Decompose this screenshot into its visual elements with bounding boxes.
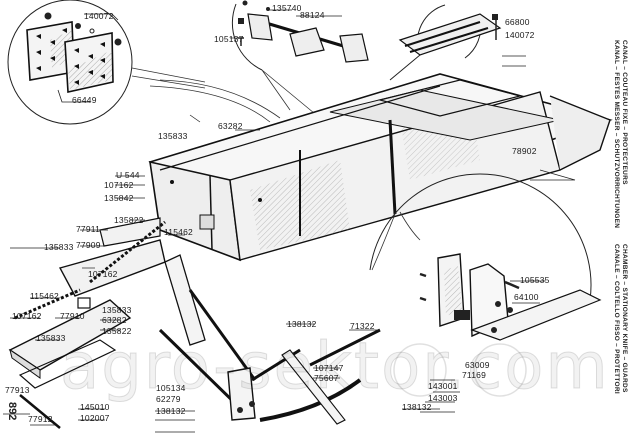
part-label: 135833	[36, 333, 66, 343]
part-label: 62279	[156, 394, 181, 404]
part-label: 107162	[104, 180, 134, 190]
part-label: 66449	[72, 95, 97, 105]
lower-guard-frame	[158, 254, 381, 425]
part-label: 135833	[158, 131, 188, 141]
part-label: 77912	[28, 414, 53, 424]
detail-circle-knife-bar	[149, 0, 369, 123]
part-label: 63009	[465, 360, 490, 370]
detail-circle-knife-plates	[7, 0, 206, 125]
part-label: 107162	[88, 269, 118, 279]
part-label: 77911	[76, 224, 101, 234]
part-label: 71169	[462, 370, 487, 380]
detail-circle-guard-rail	[389, 4, 502, 81]
part-label: 145010	[80, 402, 110, 412]
part-label: 63282	[102, 315, 127, 325]
diagram-title-it: CANALE – COLTELLO FISSO – PROTETTORI	[613, 244, 620, 394]
knife-plate-front	[64, 32, 114, 93]
part-label: 88124	[300, 10, 325, 20]
part-label: 138132	[287, 319, 317, 329]
watermark-shape	[393, 343, 527, 397]
watermark: agro-sektor.com	[60, 330, 610, 405]
part-label: 135842	[104, 193, 134, 203]
part-label: 102007	[80, 413, 110, 423]
part-label: 135833	[102, 305, 132, 315]
part-label: 138132	[156, 406, 186, 416]
part-label: 115462	[164, 227, 193, 237]
detail-circle-guards	[369, 173, 602, 341]
leader-lines	[3, 9, 576, 433]
guard-plates-left	[8, 217, 166, 429]
part-label: 63282	[218, 121, 243, 131]
diagram-title-de: KANAL – FESTES MESSER – SCHUTZVORRICHTUN…	[613, 40, 620, 229]
part-label: 77913	[5, 385, 30, 395]
part-label: 143003	[428, 393, 458, 403]
diagram-title-fr: CANAL – COUTEAU FIXE – PROTECTEURS	[621, 40, 628, 185]
part-label: U 544	[116, 170, 140, 180]
part-label: 135833	[44, 242, 74, 252]
part-label: 77909	[76, 240, 101, 250]
part-label: 140072	[505, 30, 535, 40]
diagram-title-en: CHAMBER – STATIONARY KNIFE – GUARDS	[621, 244, 628, 393]
part-label: 66800	[505, 17, 530, 27]
feeder-channel-body	[148, 73, 613, 262]
page-number: 892	[6, 402, 18, 421]
part-label: 78902	[512, 146, 537, 156]
part-label: 140072	[84, 11, 114, 21]
part-label: 138132	[402, 402, 432, 412]
part-label: 107147	[314, 363, 344, 373]
part-label: 135822	[102, 326, 132, 336]
part-label: 107162	[12, 311, 42, 321]
part-label: 75607	[314, 373, 339, 383]
part-label: 135740	[272, 3, 302, 13]
part-label: 143001	[428, 381, 458, 391]
part-label: 135822	[114, 215, 144, 225]
part-label: 105535	[520, 275, 550, 285]
part-label: 71322	[350, 321, 375, 331]
part-label: 115462	[30, 291, 59, 301]
part-label: 77910	[60, 311, 85, 321]
part-label: 64100	[514, 292, 539, 302]
part-label: 105134	[156, 383, 186, 393]
part-label: 105137	[214, 34, 244, 44]
